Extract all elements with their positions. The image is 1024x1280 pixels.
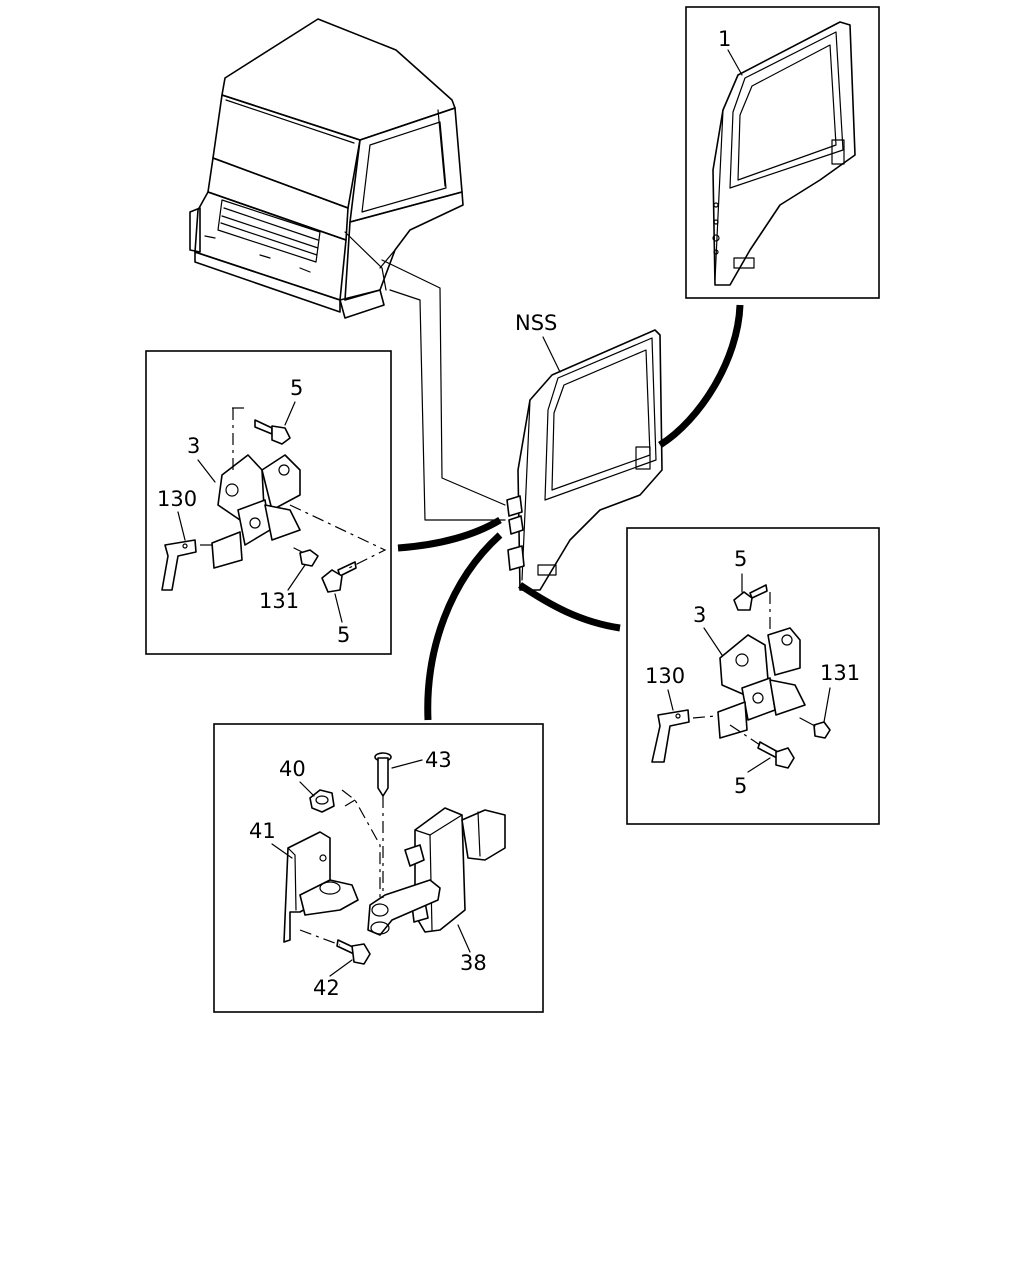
label-upper-5-top: 5 (290, 376, 303, 400)
label-upper-5-bottom: 5 (337, 623, 350, 647)
label-upper-130: 130 (157, 487, 197, 511)
inset-door-panel (685, 6, 880, 299)
checker-box (213, 723, 544, 1013)
label-1: 1 (718, 27, 731, 51)
label-upper-131: 131 (259, 589, 299, 613)
cab-to-door-lines (381, 259, 506, 521)
label-lower-130: 130 (645, 664, 685, 688)
main-door (506, 329, 663, 591)
label-lower-5-top: 5 (734, 547, 747, 571)
label-41: 41 (249, 819, 276, 843)
leader-arcs (397, 304, 744, 721)
label-38: 38 (460, 951, 487, 975)
label-lower-3: 3 (693, 603, 706, 627)
truck-cab (189, 18, 464, 319)
label-40: 40 (279, 757, 306, 781)
label-lower-131: 131 (820, 661, 860, 685)
label-nss: NSS (515, 311, 557, 335)
label-43: 43 (425, 748, 452, 772)
upper-hinge-box (145, 350, 392, 655)
lower-hinge-box (626, 527, 880, 825)
label-lower-5-bottom: 5 (734, 774, 747, 798)
label-42: 42 (313, 976, 340, 1000)
label-upper-3: 3 (187, 434, 200, 458)
